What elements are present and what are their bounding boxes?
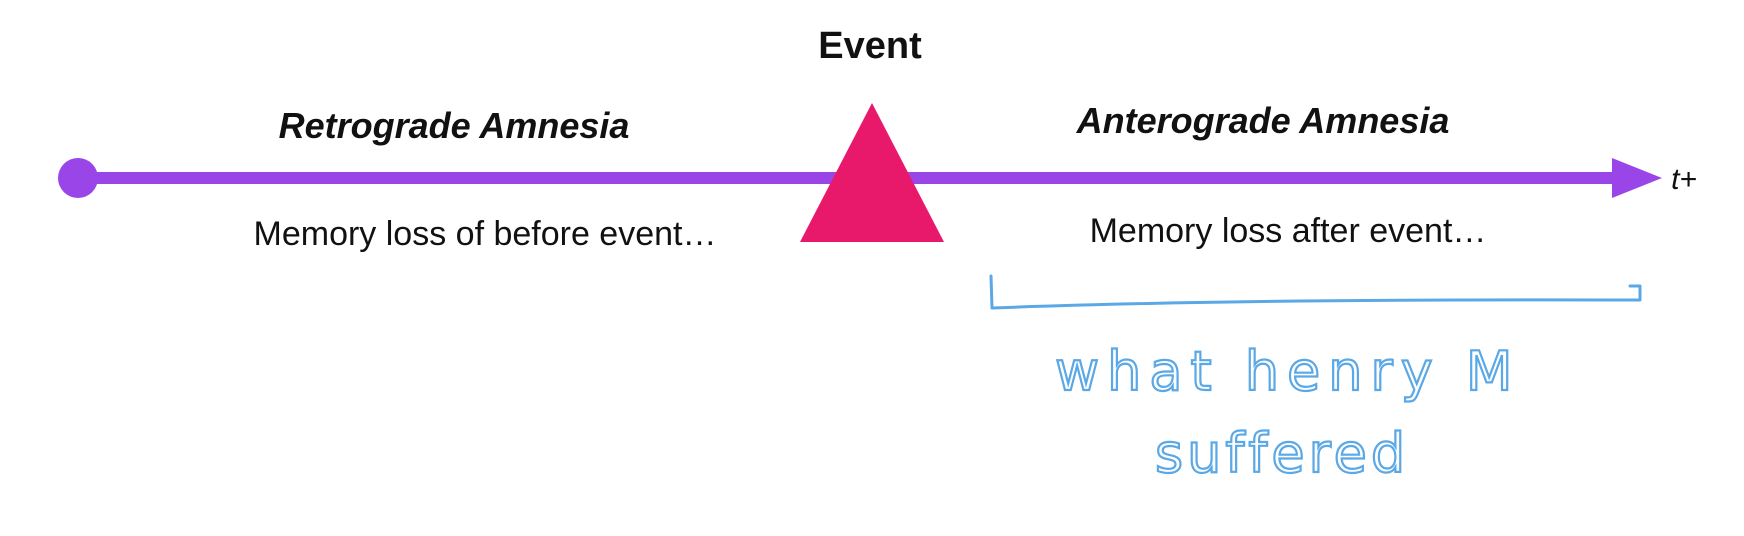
retrograde-heading: Retrograde Amnesia — [279, 105, 630, 146]
timeline-arrow-head — [1612, 158, 1662, 198]
time-axis-label: t+ — [1671, 163, 1697, 196]
event-label: Event — [818, 25, 922, 67]
anterograde-heading: Anterograde Amnesia — [1076, 100, 1450, 141]
retrograde-description: Memory loss of before event… — [254, 215, 717, 253]
handwritten-bracket — [989, 274, 1642, 310]
event-marker-triangle — [800, 103, 944, 242]
timeline-start-dot — [58, 158, 98, 198]
anterograde-description: Memory loss after event… — [1090, 212, 1487, 250]
handwritten-annotation-line2: suffered — [1155, 422, 1409, 485]
handwritten-annotation-line1: what henry M — [1055, 340, 1520, 403]
